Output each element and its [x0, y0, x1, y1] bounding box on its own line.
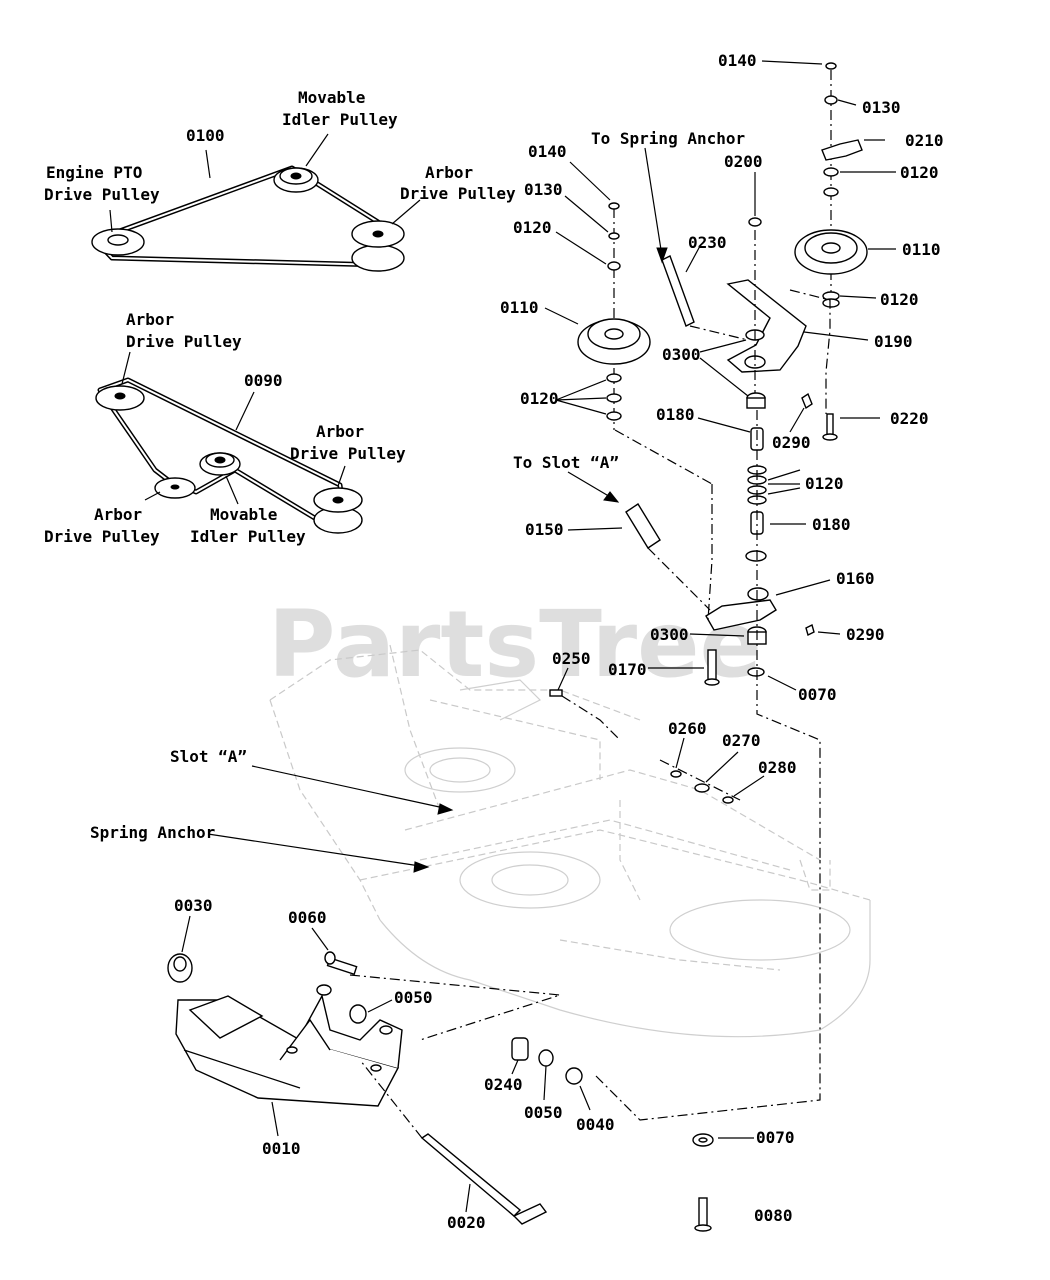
- arbor-right-label: Arbor: [316, 422, 364, 441]
- bolt-0060: [324, 951, 358, 976]
- engine-pto-pulley: [91, 228, 145, 256]
- part-callouts: 0140 0130 0210 0120 0110 0120 0190 0220 …: [174, 51, 944, 1232]
- arbor-right-label: Drive Pulley: [290, 444, 406, 463]
- callout-label: 0080: [754, 1206, 793, 1225]
- hitch-bracket-0010: [175, 984, 403, 1107]
- callout-label: 0290: [846, 625, 885, 644]
- idler-arm-0160: [705, 599, 777, 631]
- bolt-0080: [694, 1197, 712, 1232]
- arbor-label: Arbor: [425, 163, 473, 182]
- movable-idler-label: Movable: [210, 505, 277, 524]
- bushing-0300-upper: [746, 392, 766, 409]
- callout-label: 0120: [900, 163, 939, 182]
- callout-label: 0140: [528, 142, 567, 161]
- idler-pulley-left: [577, 318, 651, 365]
- right-idler-assembly: [614, 62, 868, 860]
- arbor-left-label: Drive Pulley: [44, 527, 160, 546]
- pin-0020: [420, 1133, 548, 1225]
- deck-hardware: [549, 689, 741, 804]
- callout-label: 0190: [874, 332, 913, 351]
- watermark: PartsTree: [268, 591, 762, 698]
- callout-label: 0270: [722, 731, 761, 750]
- callout-label: 0220: [890, 409, 929, 428]
- callout-label: 0120: [805, 474, 844, 493]
- callout-label: 0280: [758, 758, 797, 777]
- arbor-right-pulley: [313, 487, 363, 534]
- callout-label: 0140: [718, 51, 757, 70]
- belt-ref-label: 0100: [186, 126, 225, 145]
- callout-label: 0070: [798, 685, 837, 704]
- callout-label: 0160: [836, 569, 875, 588]
- callout-label: 0060: [288, 908, 327, 927]
- callout-label: 0030: [174, 896, 213, 915]
- movable-idler-label: Idler Pulley: [282, 110, 398, 129]
- callout-label: 0050: [524, 1103, 563, 1122]
- callout-label: 0010: [262, 1139, 301, 1158]
- bolt-0220: [822, 413, 838, 441]
- callout-label: 0110: [902, 240, 941, 259]
- note-spring-anchor: Spring Anchor: [90, 823, 215, 842]
- callout-label: 0070: [756, 1128, 795, 1147]
- callout-label: 0150: [525, 520, 564, 539]
- belt-diagram-2: 0090 Arbor Drive Pulley Arbor Drive Pull…: [44, 310, 406, 546]
- movable-idler-pulley-2: [199, 452, 241, 476]
- callout-label: 0250: [552, 649, 591, 668]
- idler-arm-0190: [726, 279, 807, 373]
- arbor-left-pulley: [154, 477, 196, 499]
- callout-label: 0230: [688, 233, 727, 252]
- note-slot-a: Slot “A”: [170, 747, 247, 766]
- callout-label: 0180: [656, 405, 695, 424]
- callout-label: 0050: [394, 988, 433, 1007]
- callout-label: 0130: [862, 98, 901, 117]
- callout-label: 0240: [484, 1075, 523, 1094]
- callout-label: 0020: [447, 1213, 486, 1232]
- arbor-label: Drive Pulley: [400, 184, 516, 203]
- movable-idler-label: Movable: [298, 88, 365, 107]
- movable-idler-label: Idler Pulley: [190, 527, 306, 546]
- belt-diagram-1: 0100 Movable Idler Pulley Engine PTO Dri…: [44, 88, 516, 272]
- washer-0050: [349, 1004, 367, 1024]
- arbor-top-pulley: [95, 385, 145, 411]
- movable-idler-pulley: [273, 167, 319, 193]
- washer-0070-lower: [692, 1133, 714, 1147]
- arbor-drive-pulley: [351, 220, 405, 272]
- hardware-0240-0040: [511, 1037, 583, 1085]
- note-to-slot-a: To Slot “A”: [513, 453, 619, 472]
- note-arrows: [207, 147, 668, 873]
- left-idler-assembly: [577, 202, 749, 611]
- arbor-top-label: Drive Pulley: [126, 332, 242, 351]
- callout-label: 0300: [650, 625, 689, 644]
- callout-label: 0300: [662, 345, 701, 364]
- engine-pto-label: Drive Pulley: [44, 185, 160, 204]
- idler-pulley-right: [794, 229, 868, 275]
- belt-ref-label: 0090: [244, 371, 283, 390]
- callout-label: 0260: [668, 719, 707, 738]
- callout-label: 0120: [513, 218, 552, 237]
- callout-label: 0120: [880, 290, 919, 309]
- mower-deck-outline: [269, 644, 871, 1038]
- callout-label: 0170: [608, 660, 647, 679]
- callout-label: 0210: [905, 131, 944, 150]
- leader-lines: [181, 60, 896, 1213]
- arbor-top-label: Arbor: [126, 310, 174, 329]
- callout-label: 0040: [576, 1115, 615, 1134]
- spring-0150: [625, 503, 661, 549]
- engine-pto-label: Engine PTO: [46, 163, 142, 182]
- callout-label: 0110: [500, 298, 539, 317]
- callout-label: 0290: [772, 433, 811, 452]
- clip-0030: [167, 953, 193, 983]
- spring-0230: [661, 255, 695, 327]
- callout-label: 0120: [520, 389, 559, 408]
- callout-label: 0180: [812, 515, 851, 534]
- arbor-left-label: Arbor: [94, 505, 142, 524]
- note-to-spring-anchor: To Spring Anchor: [591, 129, 745, 148]
- callout-label: 0200: [724, 152, 763, 171]
- callout-label: 0130: [524, 180, 563, 199]
